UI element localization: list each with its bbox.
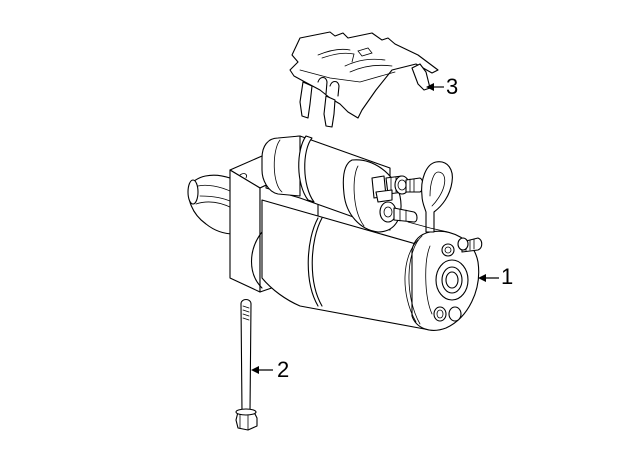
callout-label-3: 3 <box>446 74 459 99</box>
callout-label-1: 1 <box>501 264 514 289</box>
callout-arrow-3 <box>426 83 444 91</box>
callout-arrow-1 <box>478 274 499 282</box>
heat-shield-part[interactable] <box>289 31 439 128</box>
starter-motor-part[interactable] <box>187 135 483 331</box>
callout-label-2: 2 <box>277 357 290 382</box>
mounting-bolt-part[interactable] <box>235 298 258 431</box>
callout-arrow-2 <box>251 366 273 374</box>
